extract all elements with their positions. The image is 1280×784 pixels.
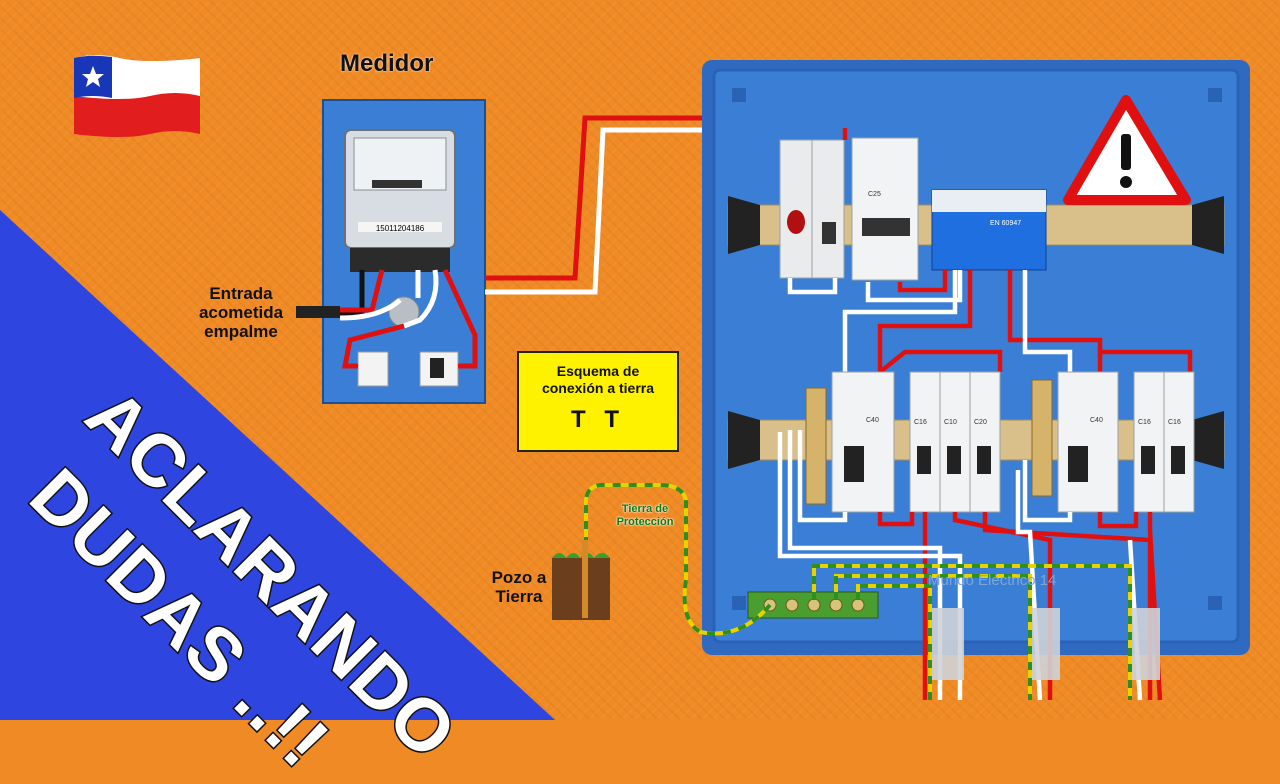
svg-text:C40: C40 [866, 417, 879, 424]
headline-triangle [0, 210, 555, 720]
svg-text:C16: C16 [914, 419, 927, 426]
svg-text:C20: C20 [974, 419, 987, 426]
svg-text:C40: C40 [1090, 417, 1103, 424]
earth-pit [552, 540, 610, 620]
watermark: Mundo Eléctrico 14 [928, 572, 1057, 589]
service-entry-label: Entrada acometida empalme [198, 284, 284, 341]
scheme-line2: conexión a tierra [541, 380, 655, 396]
earth-pit-label: Pozo a Tierra [491, 568, 547, 606]
wiring-diagram: 15011204186 [74, 55, 1250, 701]
scheme-line1: Esquema de [556, 363, 640, 379]
top-row-devices: C25 EN 60947 [779, 137, 1047, 281]
bottom-row-devices: C40 C16 C10 C20 C40 C16 C16 [805, 371, 1195, 513]
meter-serial: 15011204186 [376, 224, 425, 233]
svg-text:EN 60947: EN 60947 [990, 220, 1021, 227]
meter-wiring [339, 115, 903, 369]
scheme-type: T T [571, 406, 625, 433]
svg-text:C10: C10 [944, 419, 957, 426]
earth-wiring [583, 483, 1132, 700]
svg-text:C25: C25 [868, 191, 881, 198]
chile-flag-icon [74, 55, 200, 137]
svg-text:C16: C16 [1168, 419, 1181, 426]
svg-text:C16: C16 [1138, 419, 1151, 426]
meter-label: Medidor [340, 50, 434, 77]
protective-earth-label: Tierra de Protección [616, 503, 674, 528]
warning-icon [1063, 95, 1191, 205]
